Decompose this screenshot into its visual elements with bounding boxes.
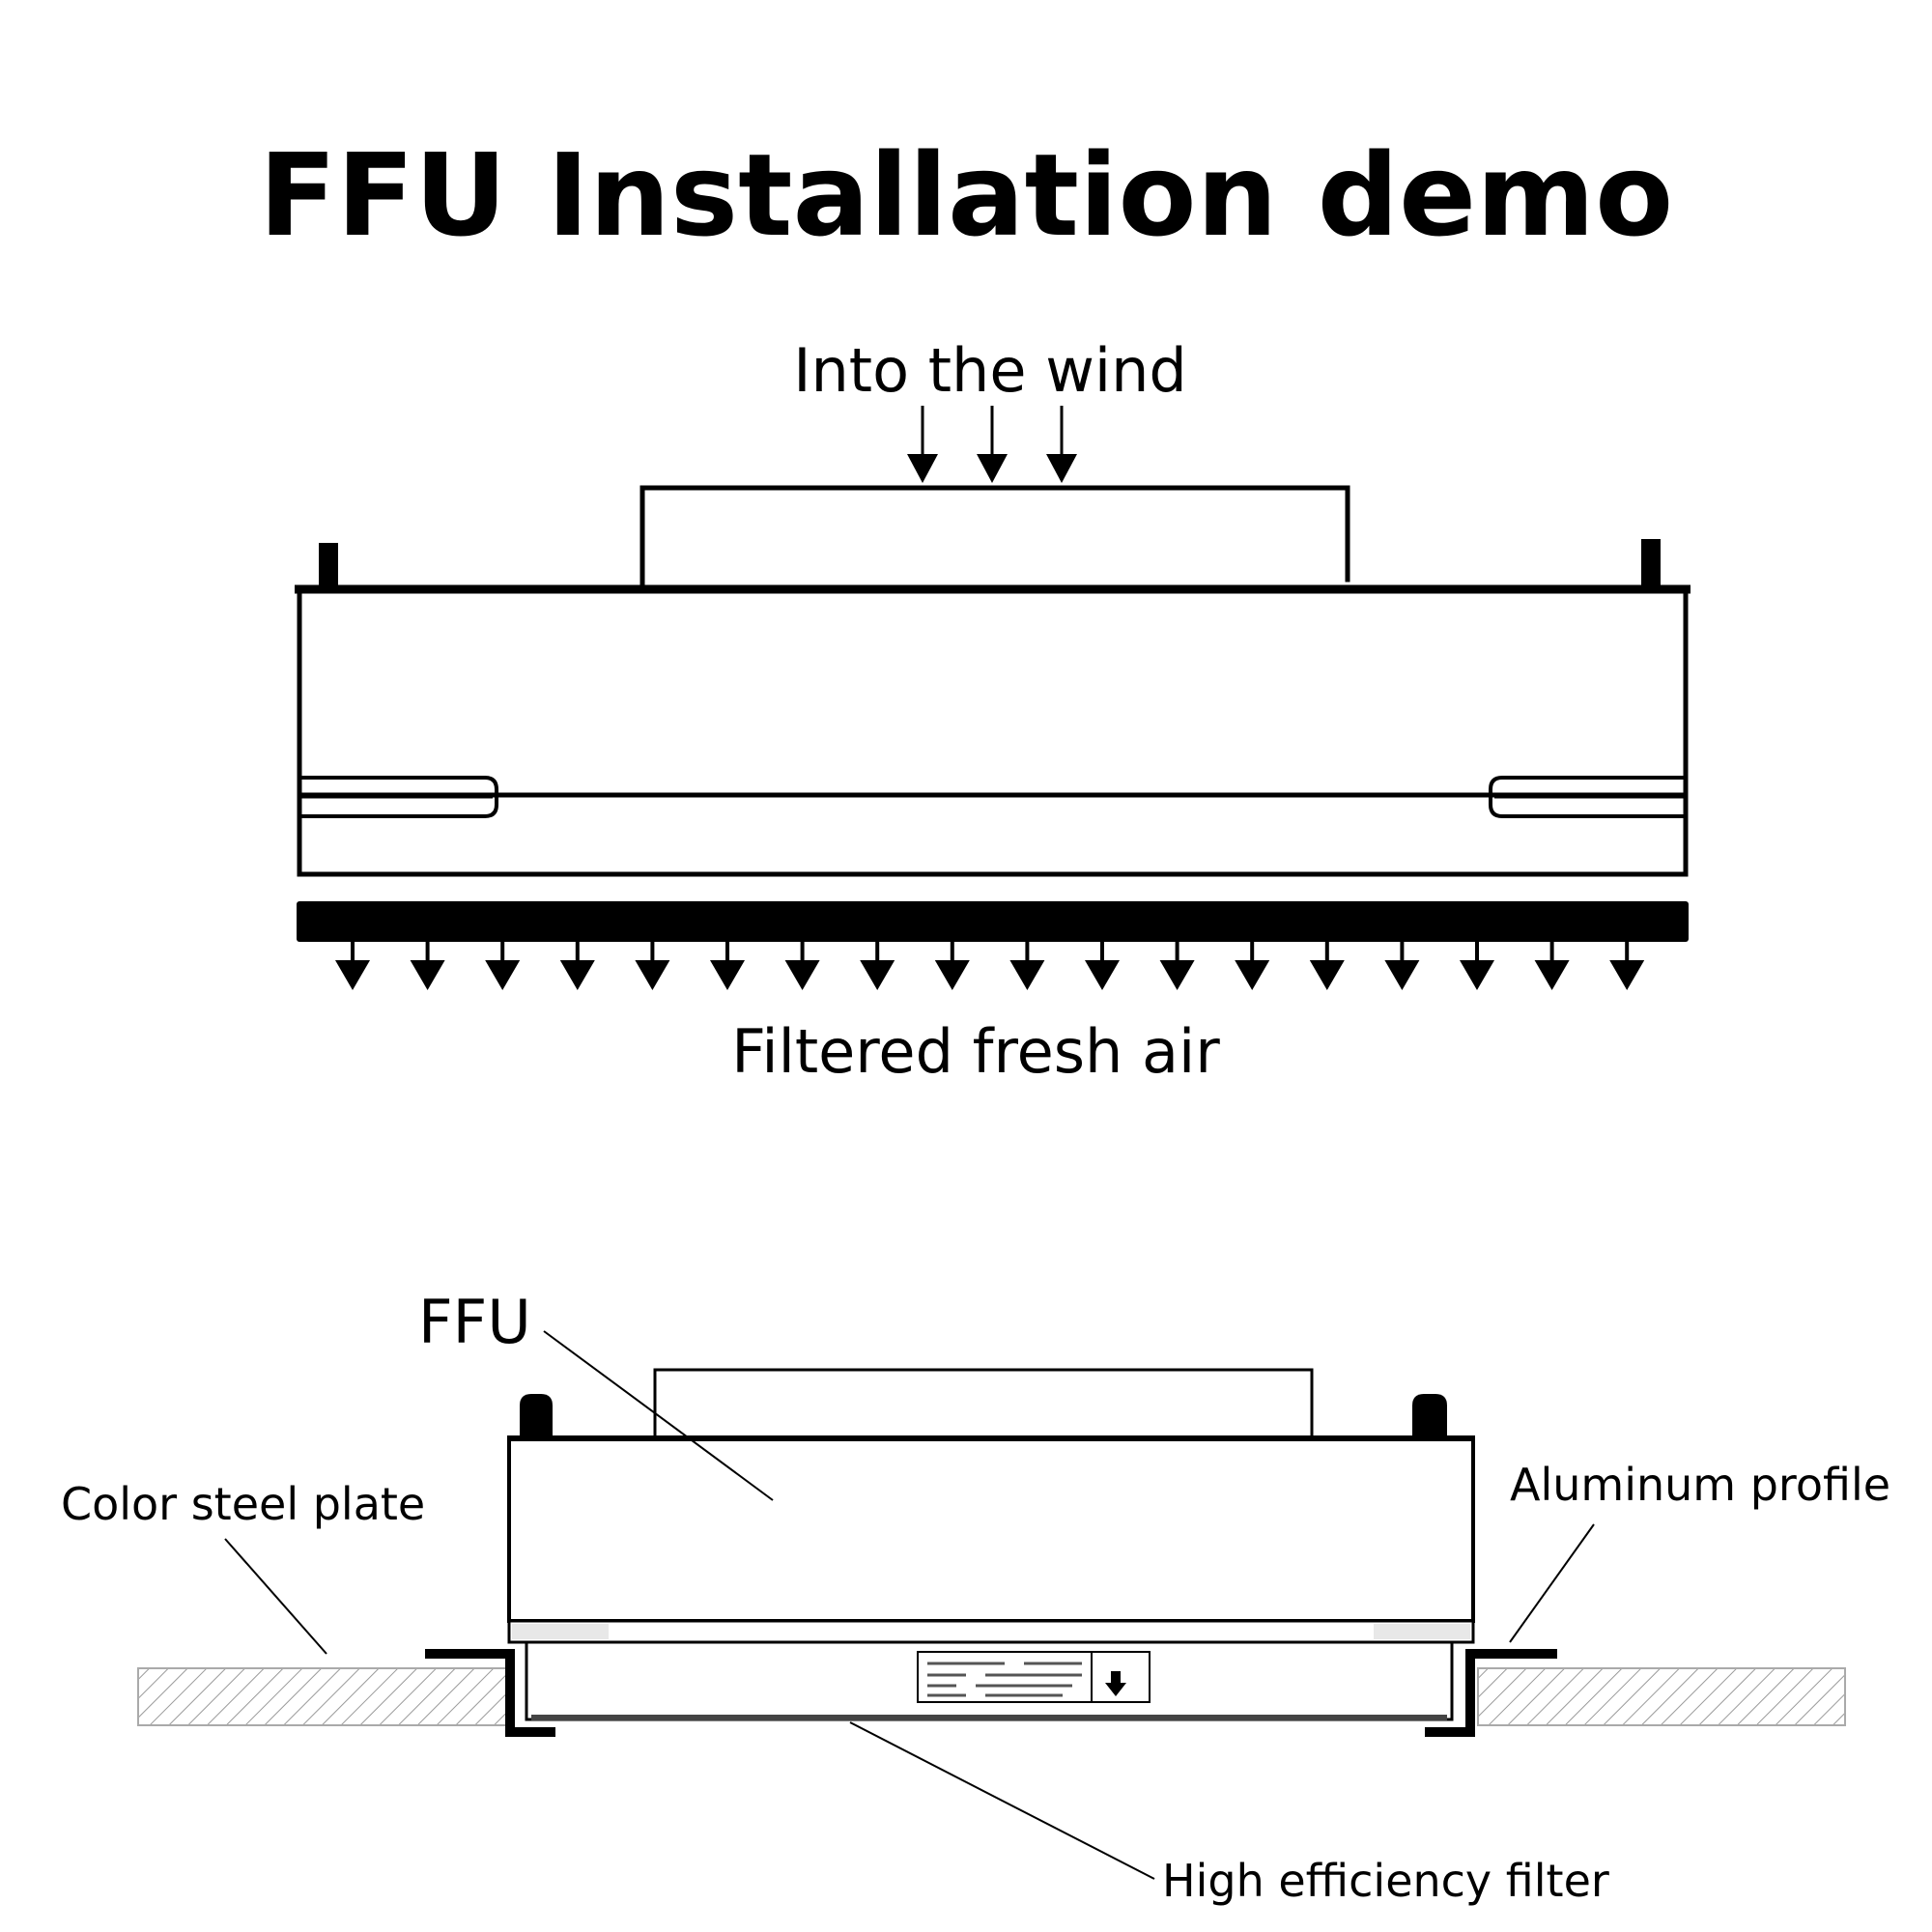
filter-label: High efficiency filter [1162,1855,1609,1907]
right-slot [1489,776,1686,818]
left-lifting-post [319,543,338,589]
arrow-down-icon [1105,1671,1126,1696]
arrow-down-solid-icon [1235,942,1270,990]
ffu-main-body [297,586,1689,877]
filter-bottom-edge [531,1715,1447,1720]
arrow-down-solid-icon [1534,942,1570,990]
ffu-body [507,1435,1475,1623]
inlet-arrows [907,406,1077,483]
arrow-down-solid-icon [1309,942,1345,990]
left-lifting-post [520,1394,553,1437]
right-lifting-post [1412,1394,1447,1437]
arrow-down-solid-icon [1009,942,1045,990]
arrow-down-solid-icon [1159,942,1195,990]
arrow-down-solid-icon [784,942,820,990]
arrow-down-solid-icon [934,942,970,990]
arrow-down-solid-icon [335,942,370,990]
arrow-down-solid-icon [710,942,745,990]
color-steel-plate-label: Color steel plate [61,1478,425,1530]
arrow-down-icon [1046,406,1077,483]
bottom-view: FFU Color steel plate Aluminum profile H… [61,1287,1890,1907]
inlet-label: Into the wind [793,335,1187,406]
arrow-down-solid-icon [410,942,445,990]
right-aluminum-profile [1425,1649,1557,1737]
outlet-label: Filtered fresh air [731,1016,1220,1087]
filter-leader-line [849,1721,1155,1880]
arrow-down-icon [907,406,938,483]
left-color-steel-plate [137,1667,511,1726]
ffu-label: FFU [418,1287,531,1357]
ffu-fan-housing [653,1368,1314,1439]
arrow-down-icon [977,406,1008,483]
filter-spec-label [917,1651,1151,1703]
arrow-down-solid-icon [1085,942,1120,990]
arrow-down-solid-icon [635,942,670,990]
right-lifting-post [1641,539,1661,589]
arrow-down-solid-icon [1460,942,1494,990]
outlet-plate [297,901,1689,942]
right-lip-highlight [1374,1624,1470,1639]
arrow-down-solid-icon [1384,942,1420,990]
ffu-leader-line [543,1330,774,1501]
ffu-frame-lip [507,1619,1475,1644]
aluminum-profile-leader-line [1509,1523,1595,1643]
arrow-down-solid-icon [559,942,595,990]
top-view: Into the wind [295,335,1690,1087]
arrow-down-solid-icon [1609,942,1645,990]
right-color-steel-plate [1477,1667,1846,1726]
left-aluminum-profile [425,1649,555,1737]
arrow-down-solid-icon [485,942,521,990]
color-steel-plate-leader-line [224,1538,327,1655]
aluminum-profile-label: Aluminum profile [1510,1459,1890,1511]
arrow-down-solid-icon [860,942,895,990]
left-lip-highlight [512,1624,609,1639]
left-slot [299,776,498,818]
outlet-arrows [335,942,1645,990]
page-title: FFU Installation demo [259,128,1673,262]
fan-housing [639,485,1350,586]
